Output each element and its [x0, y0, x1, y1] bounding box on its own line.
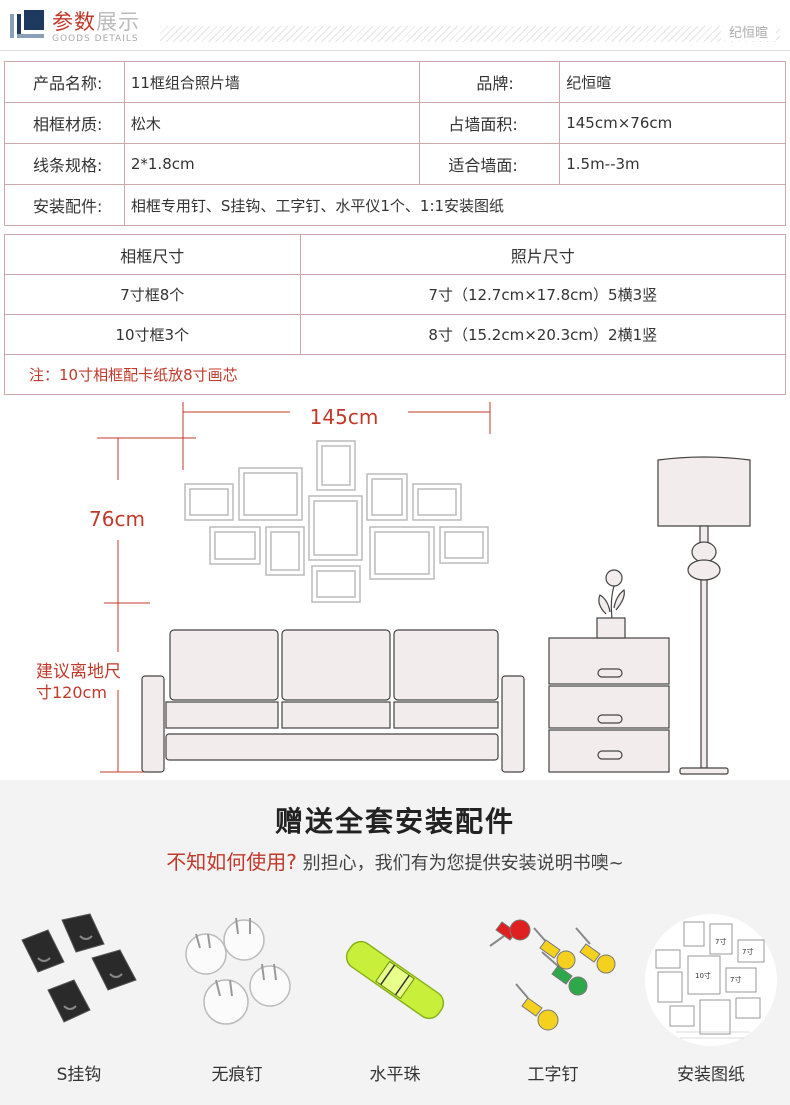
spec-label: 产品名称: — [4, 61, 125, 103]
column-header: 相框尺寸 — [4, 234, 301, 275]
spec-table: 产品名称: 11框组合照片墙 品牌: 纪恒暄 相框材质: 松木 占墙面积: 14… — [4, 61, 787, 226]
table-header-row: 相框尺寸 照片尺寸 — [4, 234, 787, 275]
spec-label: 品牌: — [419, 61, 561, 103]
sofa — [141, 629, 525, 773]
note-text: 注：10寸相框配卡纸放8寸画芯 — [4, 354, 786, 395]
cabinet — [548, 637, 670, 773]
accessory-label: 无痕钉 — [211, 1065, 263, 1085]
lamp-icon — [657, 456, 751, 775]
table-row: 产品名称: 11框组合照片墙 品牌: 纪恒暄 — [4, 61, 786, 103]
spec-label: 占墙面积: — [419, 102, 561, 144]
spec-value: 2*1.8cm — [123, 143, 421, 185]
spec-value: 1.5m--3m — [559, 143, 786, 185]
table-row: 7寸框8个 7寸（12.7cm×17.8cm）5横3竖 — [4, 274, 787, 315]
photo-frames — [184, 440, 489, 603]
table-cell: 8寸（15.2cm×20.3cm）2横1竖 — [299, 314, 787, 355]
s-hook-icon — [21, 913, 137, 1023]
level-bubble-icon — [345, 940, 445, 1020]
spec-label: 安装配件: — [4, 184, 125, 226]
spec-value: 纪恒暄 — [559, 61, 786, 103]
table-row: 安装配件: 相框专用钉、S挂钩、工字钉、水平仪1个、1:1安装图纸 — [4, 184, 787, 226]
drawing-label: 10寸 — [695, 971, 711, 980]
brand-name: 纪恒暄 — [720, 22, 776, 41]
push-pin-icon — [489, 919, 616, 1031]
section-header: 参数展示 GOODS DETAILS 纪恒暄 — [0, 0, 790, 52]
divider — [0, 50, 790, 51]
table-cell: 7寸框8个 — [4, 274, 301, 315]
spec-label: 线条规格: — [4, 143, 125, 185]
dimension-lines — [97, 402, 491, 773]
spec-value: 相框专用钉、S挂钩、工字钉、水平仪1个、1:1安装图纸 — [123, 184, 787, 226]
table-cell: 7寸（12.7cm×17.8cm）5横3竖 — [299, 274, 787, 315]
spec-label: 相框材质: — [4, 102, 125, 144]
drawing-label: 7寸 — [715, 937, 726, 946]
spec-value: 145cm×76cm — [559, 102, 786, 144]
column-header: 照片尺寸 — [299, 234, 787, 275]
drawing-label: 7寸 — [742, 947, 753, 956]
accessories-section: 赠送全套安装配件 不知如何使用? 别担心，我们有为您提供安装说明书噢~ S挂钩 — [0, 780, 790, 1105]
table-row: 10寸框3个 8寸（15.2cm×20.3cm）2横1竖 — [4, 314, 787, 355]
section-subtitle: GOODS DETAILS — [52, 34, 139, 44]
spec-label: 适合墙面: — [419, 143, 561, 185]
floor-height-label: 寸120cm — [36, 683, 107, 702]
size-table: 相框尺寸 照片尺寸 7寸框8个 7寸（12.7cm×17.8cm）5横3竖 10… — [4, 234, 787, 395]
spec-value: 11框组合照片墙 — [123, 61, 421, 103]
table-cell: 10寸框3个 — [4, 314, 301, 355]
decorative-stripe — [160, 26, 780, 42]
accessories-title: 赠送全套安装配件 — [274, 805, 515, 838]
height-dimension-label: 76cm — [89, 507, 145, 531]
plant-icon — [596, 569, 626, 639]
section-title: 参数展示 — [52, 10, 140, 34]
installation-diagram: 145cm 76cm 建议离地尺 寸120cm — [36, 402, 751, 775]
width-dimension-label: 145cm — [310, 405, 379, 429]
accessory-label: 水平珠 — [369, 1065, 421, 1085]
install-drawing-icon: 7寸 7寸 10寸 7寸 — [645, 914, 777, 1046]
table-row: 相框材质: 松木 占墙面积: 145cm×76cm — [4, 102, 786, 144]
accessory-label: 安装图纸 — [677, 1065, 745, 1085]
logo-icon — [10, 10, 44, 38]
accessory-item: 水平珠 — [316, 910, 474, 1090]
accessory-item: S挂钩 — [0, 910, 158, 1090]
accessory-label: S挂钩 — [56, 1065, 102, 1085]
table-row: 线条规格: 2*1.8cm 适合墙面: 1.5m--3m — [4, 143, 786, 185]
accessory-item: 无痕钉 — [158, 910, 316, 1090]
accessories-subtitle: 不知如何使用? 别担心，我们有为您提供安装说明书噢~ — [166, 850, 624, 874]
spec-value: 松木 — [123, 102, 421, 144]
accessory-label: 工字钉 — [527, 1065, 579, 1085]
accessory-item: 工字钉 — [474, 910, 632, 1090]
traceless-nail-icon — [185, 917, 291, 1025]
floor-height-label: 建议离地尺 — [36, 662, 121, 682]
drawing-label: 7寸 — [730, 975, 741, 984]
accessory-item: 7寸 7寸 10寸 7寸 安装图纸 — [632, 910, 790, 1090]
table-row: 注：10寸相框配卡纸放8寸画芯 — [4, 354, 786, 395]
